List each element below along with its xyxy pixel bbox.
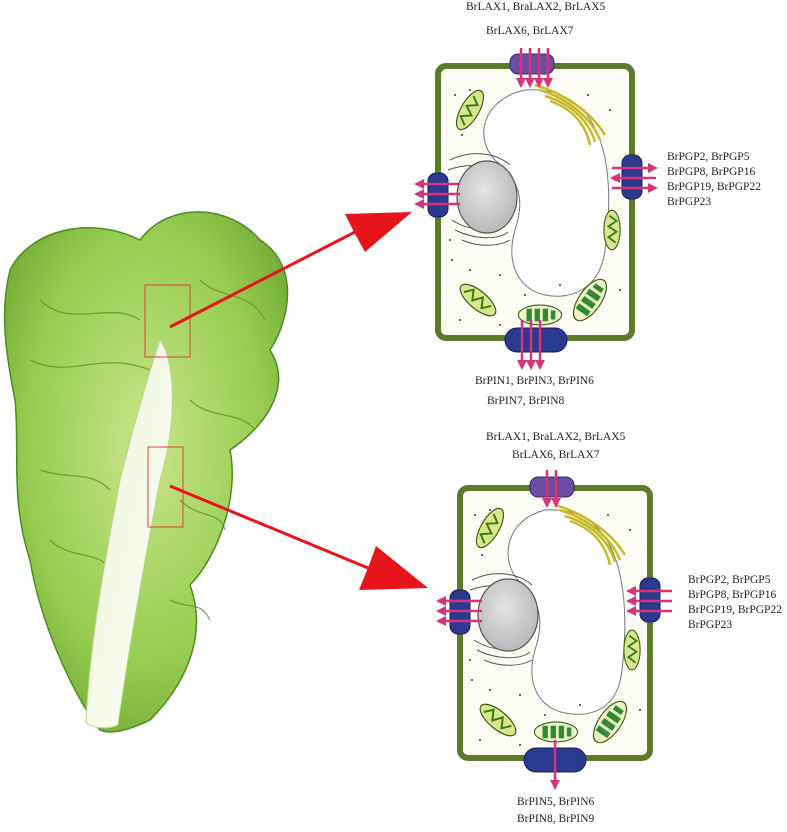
top-cell-pin-label-2: BrPIN7, BrPIN8 [487, 395, 565, 407]
bottom-cell-pgp-label: BrPGP2, BrPGP5 [688, 574, 771, 586]
top-cell-pgp-label: BrPGP8, BrPGP16 [667, 166, 756, 178]
auxin-efflux-carrier [504, 327, 568, 353]
pointer-arrow-lower [169, 484, 428, 590]
sample-region-upper [144, 284, 191, 358]
cabbage-leaf-image [3, 211, 289, 733]
auxin-influx-carrier [529, 476, 575, 498]
plant-cell-lower [436, 470, 672, 790]
top-cell-pin-label-1: BrPIN1, BrPIN3, BrPIN6 [475, 375, 594, 387]
bottom-cell-lax-label-1: BrLAX1, BraLAX2, BrLAX5 [486, 431, 626, 443]
bottom-cell-pgp-label: BrPGP8, BrPGP16 [688, 589, 777, 601]
top-cell-pgp-label: BrPGP19, BrPGP22 [667, 181, 761, 193]
top-cell-pgp-label: BrPGP2, BrPGP5 [667, 151, 750, 163]
pointer-arrow-upper [169, 212, 412, 329]
top-cell-lax-label-2: BrLAX6, BrLAX7 [486, 25, 574, 37]
top-cell-lax-label-1: BrLAX1, BraLAX2, BrLAX5 [466, 1, 606, 13]
plant-cell-upper [414, 48, 658, 370]
bottom-cell-pin-label-2: BrPIN8, BrPIN9 [517, 813, 595, 825]
bottom-cell-pgp-label: BrPGP19, BrPGP22 [688, 604, 782, 616]
sample-region-lower [147, 446, 184, 528]
bottom-cell-pin-label-1: BrPIN5, BrPIN6 [517, 796, 595, 808]
bottom-cell-pgp-label: BrPGP23 [688, 619, 733, 631]
bottom-cell-lax-label-2: BrLAX6, BrLAX7 [512, 449, 600, 461]
top-cell-pgp-label: BrPGP23 [667, 196, 712, 208]
